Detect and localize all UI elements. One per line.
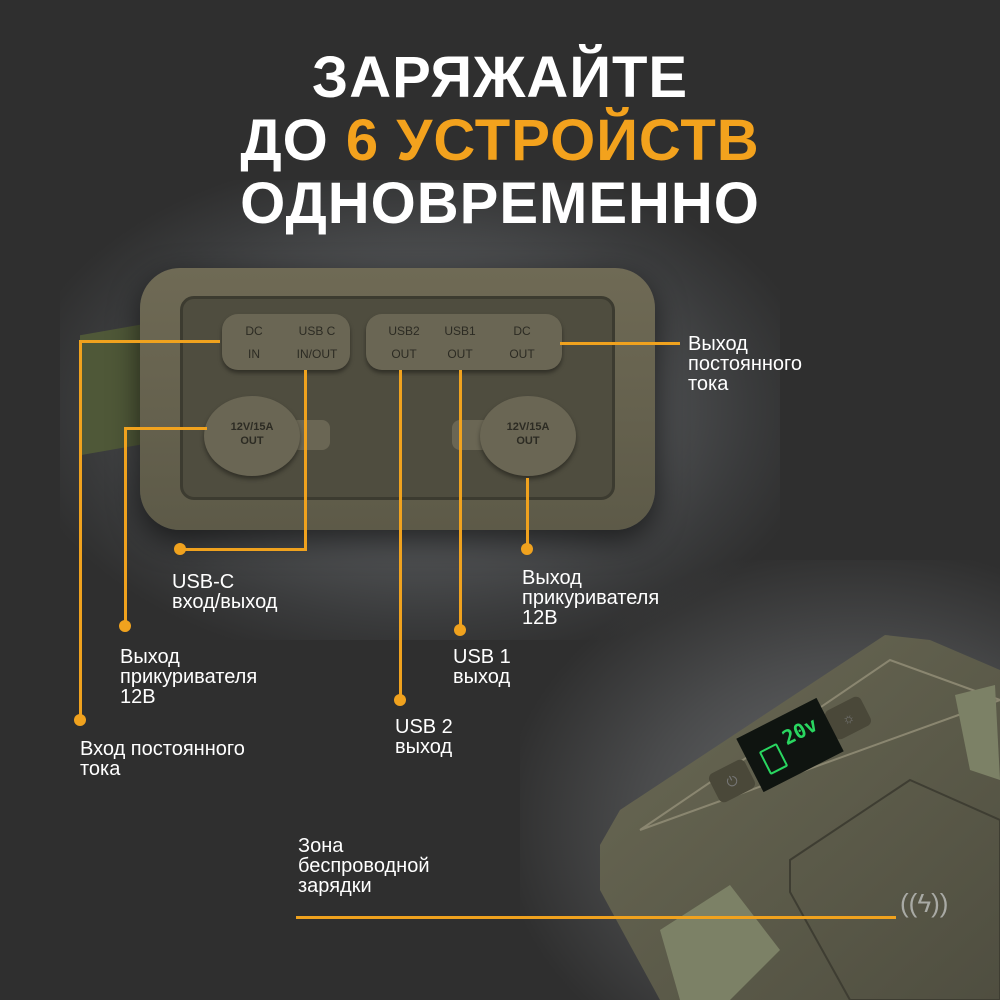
- callout-text: Зона: [298, 835, 344, 857]
- callout-text: тока: [80, 758, 121, 780]
- callout-text: Выход: [688, 333, 748, 355]
- callout-line: [399, 370, 402, 700]
- callout-text: Выход: [522, 567, 582, 589]
- port-label-dc-in: DC IN: [222, 324, 286, 362]
- callout-text: тока: [688, 373, 729, 395]
- port-label: USB1: [444, 324, 476, 338]
- socket-cap-left: 12V/15A OUT: [204, 396, 300, 476]
- callout-line: [526, 478, 529, 548]
- port-label: DC: [513, 324, 531, 338]
- callout-dot: [74, 714, 86, 726]
- callout-text: вход/выход: [172, 591, 278, 613]
- port-cap-inputs: DC IN USB C IN/OUT: [222, 314, 350, 370]
- socket-label: OUT: [240, 435, 264, 447]
- callout-text: Выход: [120, 646, 180, 668]
- headline: ЗАРЯЖАЙТЕ ДО 6 УСТРОЙСТВ ОДНОВРЕМЕННО: [0, 46, 1000, 235]
- callout-text: выход: [395, 736, 453, 758]
- grip-pad: [660, 885, 780, 1000]
- callout-line: [180, 548, 307, 551]
- port-label: USB2: [388, 324, 420, 338]
- callout-line: [304, 370, 307, 550]
- callout-dot: [119, 620, 131, 632]
- socket-label: 12V/15A: [506, 421, 550, 433]
- wireless-charging-pad: [789, 778, 1000, 1000]
- headline-accent: 6 УСТРОЙСТВ: [345, 108, 760, 173]
- callout-dot: [521, 543, 533, 555]
- callout-line: [79, 340, 82, 720]
- callout-line: [80, 340, 220, 343]
- battery-icon: [758, 742, 789, 776]
- port-label: USB C: [298, 324, 336, 338]
- socket-label: OUT: [516, 435, 540, 447]
- headline-line: ЗАРЯЖАЙТЕ: [311, 45, 689, 110]
- callout-line: [124, 427, 127, 623]
- callout-line: [560, 342, 680, 345]
- port-label-usbc: USB C IN/OUT: [284, 324, 350, 362]
- power-station-top-view: [600, 635, 1000, 1000]
- callout-dot: [394, 694, 406, 706]
- callout-dot: [174, 543, 186, 555]
- port-label: OUT: [447, 347, 473, 361]
- callout-text: беспроводной: [298, 855, 430, 877]
- port-label: DC: [245, 324, 263, 338]
- callout-line: [125, 427, 207, 430]
- callout-text: USB-C: [172, 571, 235, 593]
- callout-text: выход: [453, 666, 511, 688]
- port-label: IN/OUT: [296, 347, 338, 361]
- callout-text: USB 2: [395, 716, 453, 738]
- callout-line: [296, 916, 896, 919]
- socket-cap-right: 12V/15A OUT: [480, 396, 576, 476]
- port-label: OUT: [391, 347, 417, 361]
- wireless-charging-icon: ((ϟ)): [900, 888, 949, 918]
- headline-line: ОДНОВРЕМЕННО: [240, 171, 760, 236]
- callout-text: USB 1: [453, 646, 511, 668]
- callout-text: Вход постоянного: [80, 738, 245, 760]
- headline-line: ДО 6 УСТРОЙСТВ: [0, 109, 1000, 172]
- port-label-dc-out: DC OUT: [492, 324, 552, 362]
- headline-text: ДО: [240, 108, 346, 173]
- callout-dot: [454, 624, 466, 636]
- grip-pad: [955, 685, 1000, 780]
- socket-label: 12V/15A: [230, 421, 274, 433]
- callout-text: зарядки: [298, 875, 372, 897]
- strap: [80, 324, 140, 456]
- port-label: OUT: [509, 347, 535, 361]
- port-label: IN: [248, 347, 260, 361]
- callout-line: [459, 370, 462, 630]
- callout-text: 12В: [522, 607, 558, 629]
- callout-text: прикуривателя: [120, 666, 258, 688]
- voltage-readout: 20v: [778, 712, 822, 750]
- callout-text: постоянного: [688, 353, 803, 375]
- callout-text: прикуривателя: [522, 587, 660, 609]
- callout-text: 12В: [120, 686, 156, 708]
